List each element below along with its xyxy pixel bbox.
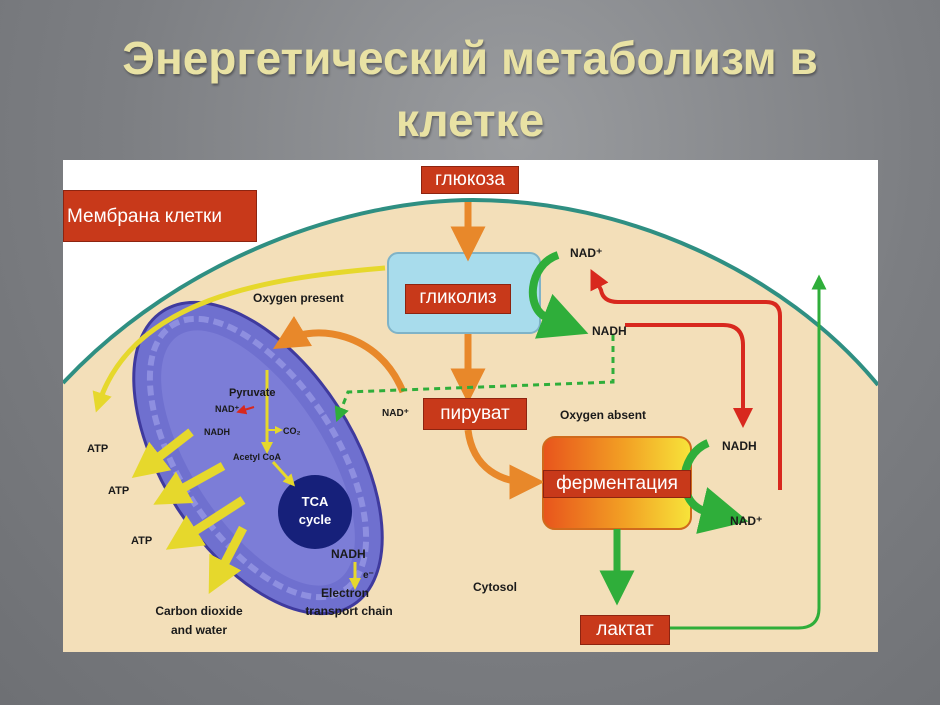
co2-water-label-2: and water (171, 623, 227, 637)
cytosol-label: Cytosol (473, 580, 517, 594)
metabolism-diagram: TCA cycle Oxygen present Ox (63, 160, 878, 652)
arrow-mito-atp-1 (131, 428, 194, 479)
cell-membrane (63, 197, 878, 387)
nadh-etc: NADH (331, 547, 366, 561)
arrow-nadh-oxygen-present (334, 335, 615, 422)
oxygen-absent-label: Oxygen absent (560, 408, 646, 422)
arrow-lactate-out (668, 274, 827, 630)
tca-label-1: TCA (302, 494, 329, 509)
arrow-glycolysis-nadh-cycle (528, 251, 589, 339)
arrow-mito-atp-2 (153, 462, 226, 505)
nad-plus-mito: NAD⁺ (215, 404, 239, 414)
nadh-glycolysis: NADH (592, 324, 627, 338)
co2-mito-label: CO₂ (283, 426, 301, 436)
fermentation-label: ферментация (543, 470, 691, 498)
arrow-acetylcoa-tca (271, 460, 296, 487)
arrow-mito-co2-water (208, 525, 247, 594)
arrow-pyruvate-fermentation (464, 429, 545, 500)
arrow-nad-to-nadh (236, 404, 255, 415)
pyruvate-mito-label: Pyruvate (229, 387, 275, 399)
nadh-mito: NADH (204, 427, 230, 437)
page-title-line2: клетке (395, 94, 545, 146)
nad-plus-near-pyruvate: NAD⁺ (382, 408, 409, 419)
nad-plus-glycolysis: NAD⁺ (570, 246, 602, 260)
page-title: Энергетический метаболизм в (122, 32, 818, 84)
atp-label-1: ATP (87, 443, 108, 455)
glucose-label: глюкоза (421, 166, 519, 194)
tca-label-2: cycle (299, 512, 332, 527)
oxygen-present-label: Oxygen present (253, 291, 344, 305)
arrow-nadh-fermentation (625, 323, 753, 428)
glycolysis-label: гликолиз (405, 284, 511, 314)
electron-label: e⁻ (363, 570, 374, 581)
atp-label-3: ATP (131, 535, 152, 547)
arrow-nad-return-glycolysis (590, 269, 782, 490)
arrow-pyruvate-mitochondrion (272, 315, 407, 394)
tca-cycle (278, 475, 352, 549)
lactate-label: лактат (580, 615, 670, 645)
etc-label-1: Electron (321, 586, 369, 600)
atp-label-2: ATP (108, 485, 129, 497)
co2-water-label-1: Carbon dioxide (155, 604, 243, 618)
membrane-label: Мембрана клетки (63, 190, 257, 242)
etc-label-2: transport chain (305, 604, 392, 618)
nadh-fermentation: NADH (722, 439, 757, 453)
acetyl-coa-label: Acetyl CoA (233, 452, 282, 462)
arrow-glycolysis-atp (92, 265, 386, 413)
arrow-mito-atp-3 (165, 496, 246, 550)
pyruvate-label: пируват (423, 398, 527, 430)
nad-plus-fermentation: NAD⁺ (730, 514, 762, 528)
